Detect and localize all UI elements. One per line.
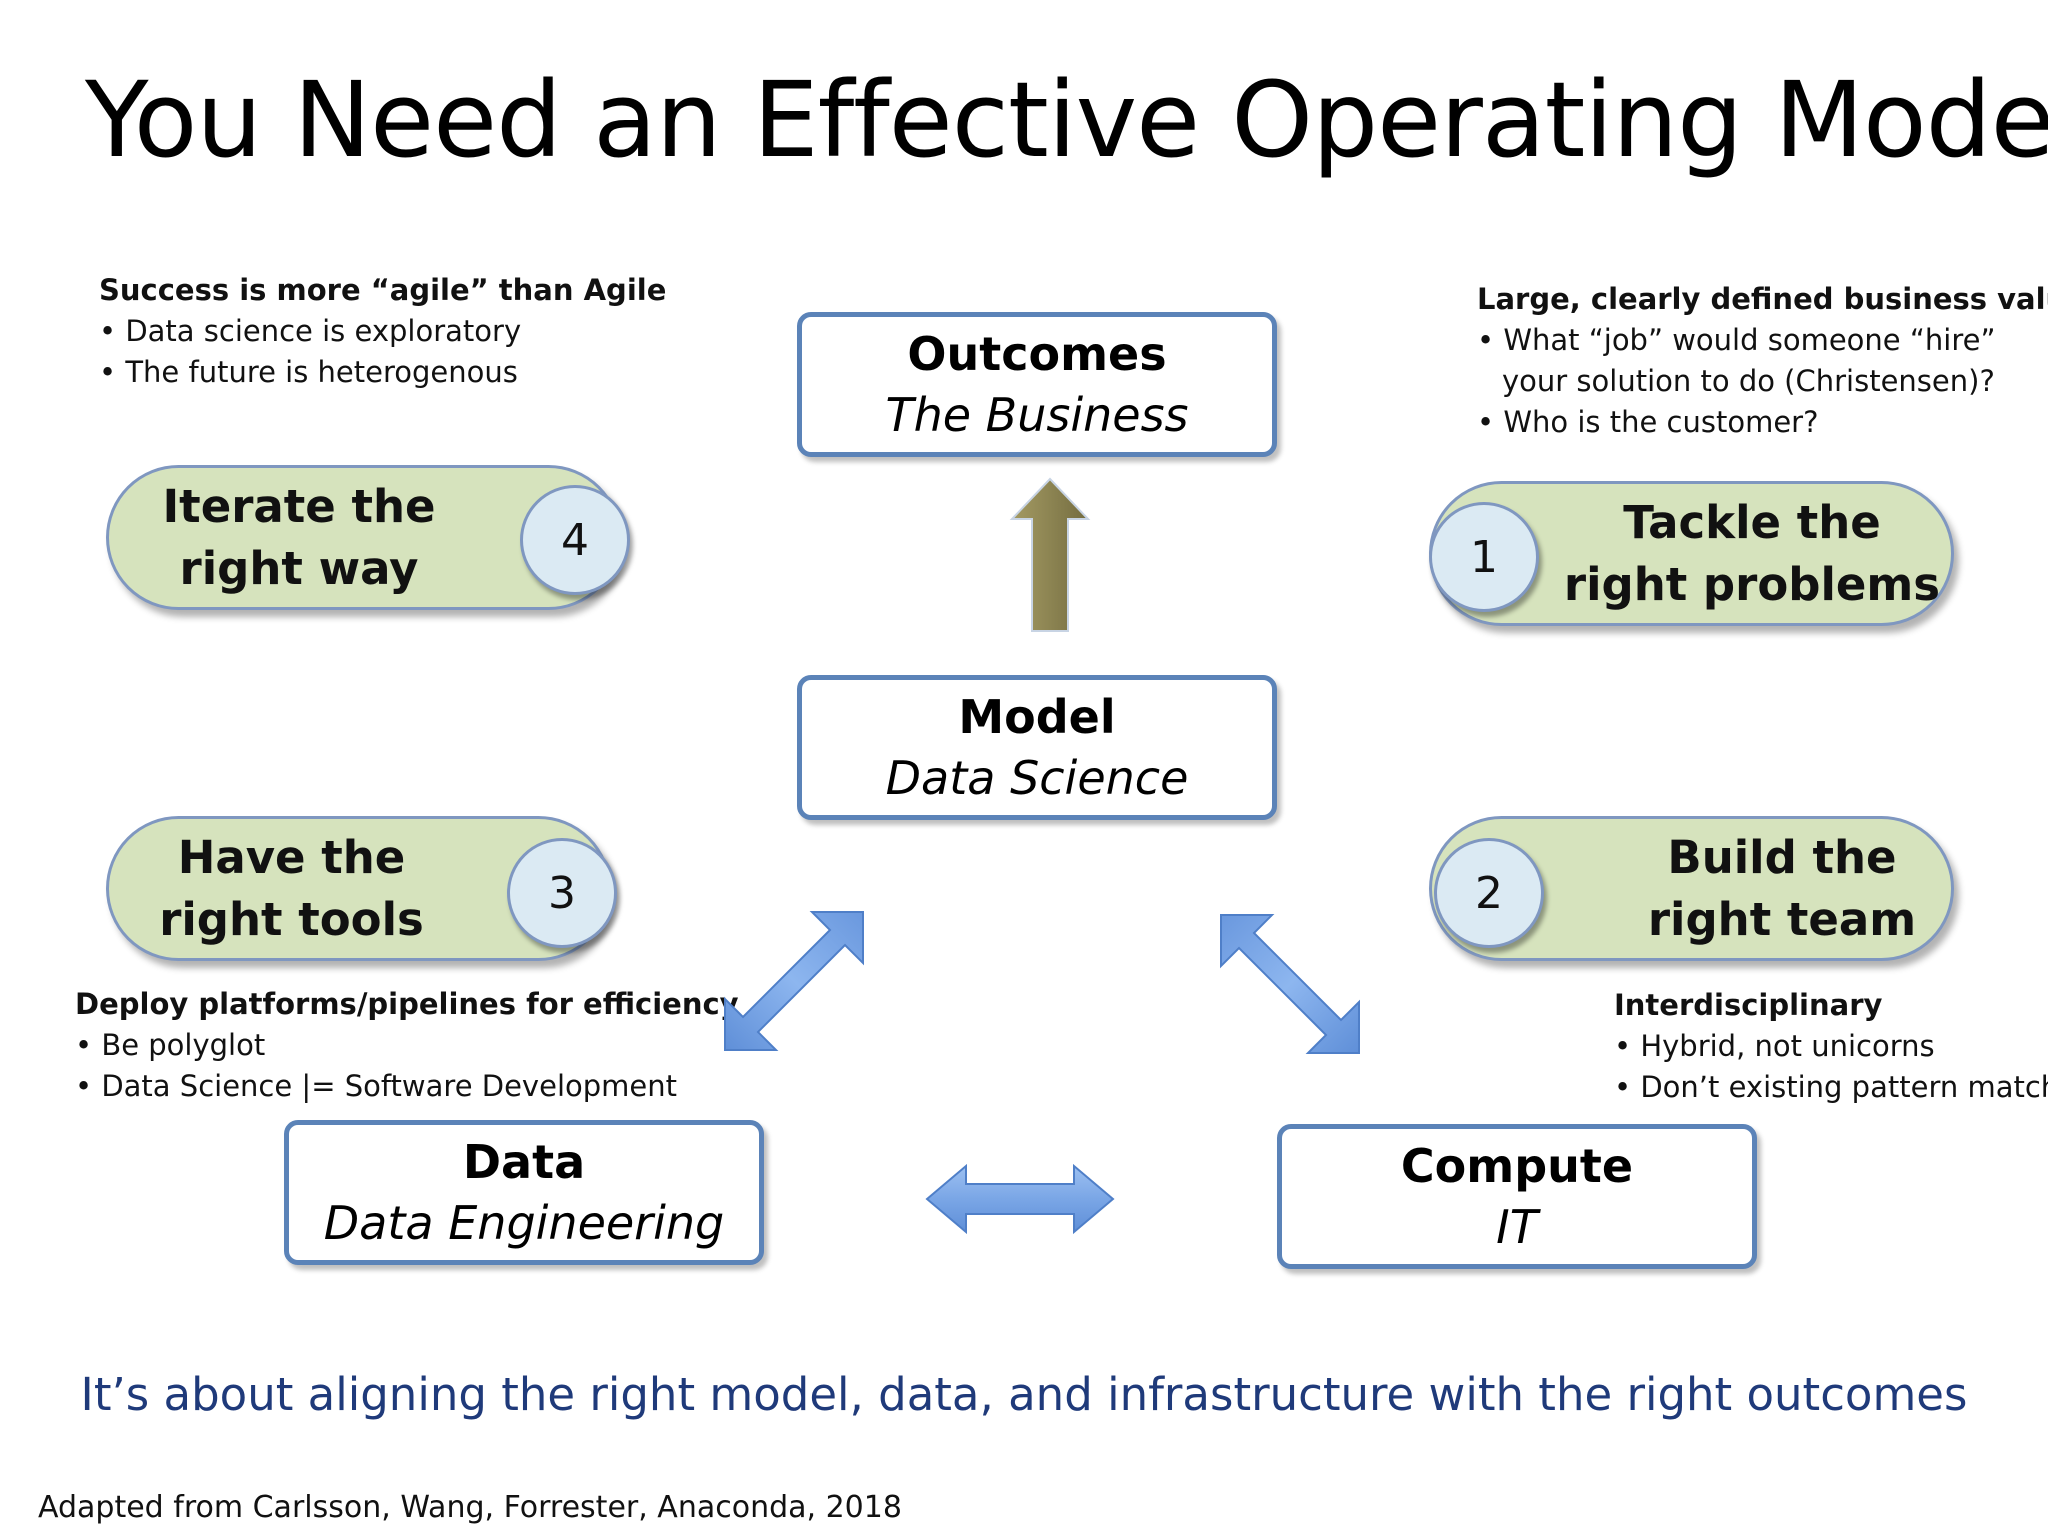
note-heading: Interdisciplinary [1614,988,1883,1022]
pill-line: right problems [1563,557,1941,611]
note-bullet: • Don’t existing pattern match [1614,1070,2048,1104]
note-bullet: • Data science is exploratory [99,314,522,348]
note-bottom-left: Deploy platforms/pipelines for efficienc… [75,984,739,1107]
box-sublabel: The Business [885,387,1189,442]
pill-text: Build the right team [1612,819,1952,958]
arrow-up-model-to-outcomes [1009,477,1091,632]
box-label: Data [462,1134,586,1189]
note-heading: Large, clearly defined business value [1477,282,2048,316]
number-badge-3: 3 [507,838,617,948]
arrow-horizontal-data-compute [925,1163,1115,1235]
pill-line: right tools [159,892,424,946]
compute-box: Compute IT [1277,1124,1757,1269]
data-box: Data Data Engineering [284,1120,764,1265]
arrow-diagonal-data-model [724,911,864,1051]
outcomes-box: Outcomes The Business [797,312,1277,457]
note-top-left: Success is more “agile” than Agile • Dat… [99,270,666,393]
pill-line: right way [179,541,419,595]
box-sublabel: IT [1496,1199,1538,1254]
note-top-right: Large, clearly defined business value • … [1477,279,2048,443]
pill-line: Build the [1667,830,1897,884]
number-badge-2: 2 [1434,838,1544,948]
note-bullet: • Be polyglot [75,1028,266,1062]
note-bullet: • The future is heterogenous [99,355,518,389]
note-bullet: • What “job” would someone “hire” your s… [1477,323,1996,398]
number-badge-1: 1 [1429,502,1539,612]
pill-text: Iterate the right way [149,468,449,607]
number-badge-4: 4 [520,485,630,595]
pill-text: Have the right tools [149,819,434,958]
arrow-diagonal-model-compute [1220,914,1360,1054]
box-sublabel: Data Engineering [323,1195,725,1250]
pill-text: Tackle the right problems [1552,484,1952,623]
note-heading: Success is more “agile” than Agile [99,273,667,307]
box-label: Compute [1400,1138,1634,1193]
tagline: It’s about aligning the right model, dat… [80,1368,1968,1421]
note-bullet: • Data Science |= Software Development [75,1069,677,1103]
note-bullet: • Who is the customer? [1477,405,1819,439]
box-label: Outcomes [907,326,1167,381]
note-bullet: • Hybrid, not unicorns [1614,1029,1935,1063]
pill-line: Have the [177,830,406,884]
pill-build-right-team: Build the right team [1429,816,1954,961]
pill-line: right team [1647,892,1917,946]
pill-line: Tackle the [1623,495,1881,549]
pill-line: Iterate the [162,479,436,533]
note-heading: Deploy platforms/pipelines for efficienc… [75,987,739,1021]
pill-tackle-right-problems: Tackle the right problems [1429,481,1954,626]
note-bottom-right: Interdisciplinary • Hybrid, not unicorns… [1614,985,2048,1108]
box-label: Model [958,689,1116,744]
box-sublabel: Data Science [885,750,1189,805]
slide-title: You Need an Effective Operating Model [85,59,2048,181]
source-credit: Adapted from Carlsson, Wang, Forrester, … [38,1490,902,1525]
model-box: Model Data Science [797,675,1277,820]
